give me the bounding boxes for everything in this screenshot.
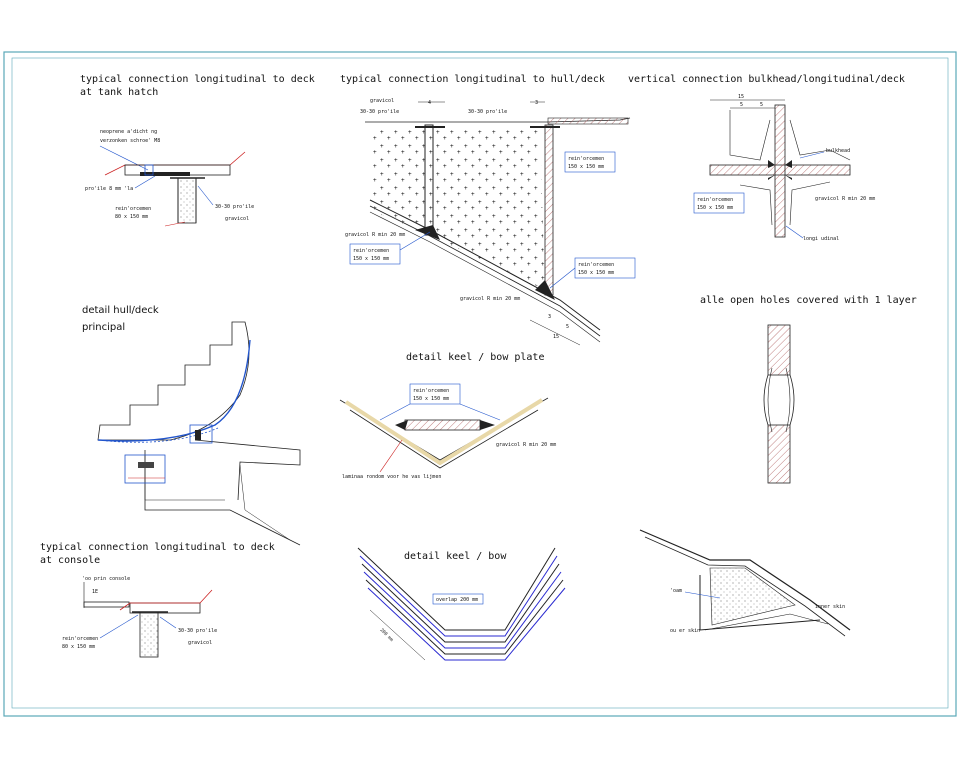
keel-bow-overlap: overlap 200 mm [436,597,478,603]
panel-hull-deck: typical connection longitudinal to hull/… [340,74,636,346]
hull-deck-dim-a: 4 [428,100,431,106]
keel-plate-gravicol: gravicol R min 20 mm [496,442,556,448]
detail-hull-deck-title: detail hull/deck [82,305,159,316]
sheet-inner-frame [11,57,949,709]
detail-hull-deck-subtitle: principal [82,322,125,333]
hull-deck-dim-d: 5 [566,324,569,330]
console-dim: 1E [92,589,98,595]
inner-skin-label: inner skin [815,604,845,610]
sheet-frame [3,51,957,717]
tank-hatch-subtitle: at tank hatch [80,87,158,98]
bulkhead-dim-c: 5 [760,102,763,108]
tank-hatch-title: typical connection longitudinal to deck [80,74,315,85]
panel-bulkhead: vertical connection bulkhead/longitudina… [628,74,905,242]
tank-hatch-angle: 30-30 pro'ile [215,204,254,210]
console-title: typical connection longitudinal to deck [40,542,275,553]
hull-deck-profile-1: 30-30 pro'ile [360,109,399,115]
panel-open-holes: alle open holes covered with 1 layer [700,295,917,484]
bulkhead-label: bulkhead [826,148,850,154]
hull-deck-reinf-b1: rein'orcemen [353,248,389,254]
panel-console: typical connection longitudinal to deck … [40,542,275,658]
hull-deck-reinf-a2: 150 x 150 mm [568,164,604,170]
hull-deck-reinf-c1: rein'orcemen [578,262,614,268]
tank-hatch-profile: pro'ile 8 mm 'la [85,186,133,192]
hull-deck-reinf-c2: 150 x 150 mm [578,270,614,276]
inner-outer-foam: 'oam [670,588,682,594]
open-holes-title: alle open holes covered with 1 layer [700,295,917,306]
bulkhead-reinf-2: 150 x 150 mm [697,205,733,211]
console-reinf-1: rein'orcemen [62,636,98,642]
hull-deck-reinf-a1: rein'orcemen [568,156,604,162]
tank-hatch-note-2: verzonken schroe' M8 [100,138,160,144]
bulkhead-dim-b: 5 [740,102,743,108]
hull-deck-reinf-b2: 150 x 150 mm [353,256,389,262]
tank-hatch-reinf-1: rein'orcemen [115,206,151,212]
keel-plate-laminate: laminaa rondom voor he vas lijmen [342,474,441,480]
hull-deck-dim-c: 3 [548,314,551,320]
bulkhead-longitudinal: longi udinal [803,236,839,242]
bulkhead-reinf-1: rein'orcemen [697,197,733,203]
keel-bow-title: detail keel / bow [404,551,507,562]
panel-keel-bow: detail keel / bow overlap 200 mm 200 mm [357,547,566,661]
console-filler: gravicol [188,640,212,646]
hull-deck-profile-2: 30-30 pro'ile [468,109,507,115]
keel-plate-reinf-1: rein'orcemen [413,388,449,394]
bulkhead-title: vertical connection bulkhead/longitudina… [628,74,905,85]
panel-inner-outer-skin: 'oam inner skin ou er skin [639,529,851,637]
tank-hatch-filler: gravicol [225,216,249,222]
keel-bow-side-dim: 200 mm [379,627,395,643]
hull-deck-gravicol-r: gravicol R min 20 mm [345,232,405,238]
bulkhead-gravicol: gravicol R min 20 mm [815,196,875,202]
panel-keel-bow-plate: detail keel / bow plate rein'orcemen 150… [339,352,556,480]
bulkhead-dim-a: 15 [738,94,744,100]
tank-hatch-reinf-2: 80 x 150 mm [115,214,148,220]
keel-plate-reinf-2: 150 x 150 mm [413,396,449,402]
console-subtitle: at console [40,555,100,566]
hull-deck-title: typical connection longitudinal to hull/… [340,74,605,85]
hull-deck-gravicol: gravicol [370,98,394,104]
console-reinf-2: 80 x 150 mm [62,644,95,650]
hull-deck-dim-e: 15 [553,334,559,340]
hull-deck-gravicol-r2: gravicol R min 20 mm [460,296,520,302]
panel-detail-hull-deck: detail hull/deck principal [82,305,301,546]
keel-bow-plate-title: detail keel / bow plate [406,352,544,363]
console-angle: 30-30 pro'ile [178,628,217,634]
tank-hatch-note-1: neoprene a'dicht ng [100,129,157,135]
hull-deck-dim-b: 3 [535,100,538,106]
outer-skin-label: ou er skin [670,628,700,634]
console-top-label: 'oo prin console [82,576,130,582]
panel-tank-hatch: typical connection longitudinal to deck … [80,74,315,227]
